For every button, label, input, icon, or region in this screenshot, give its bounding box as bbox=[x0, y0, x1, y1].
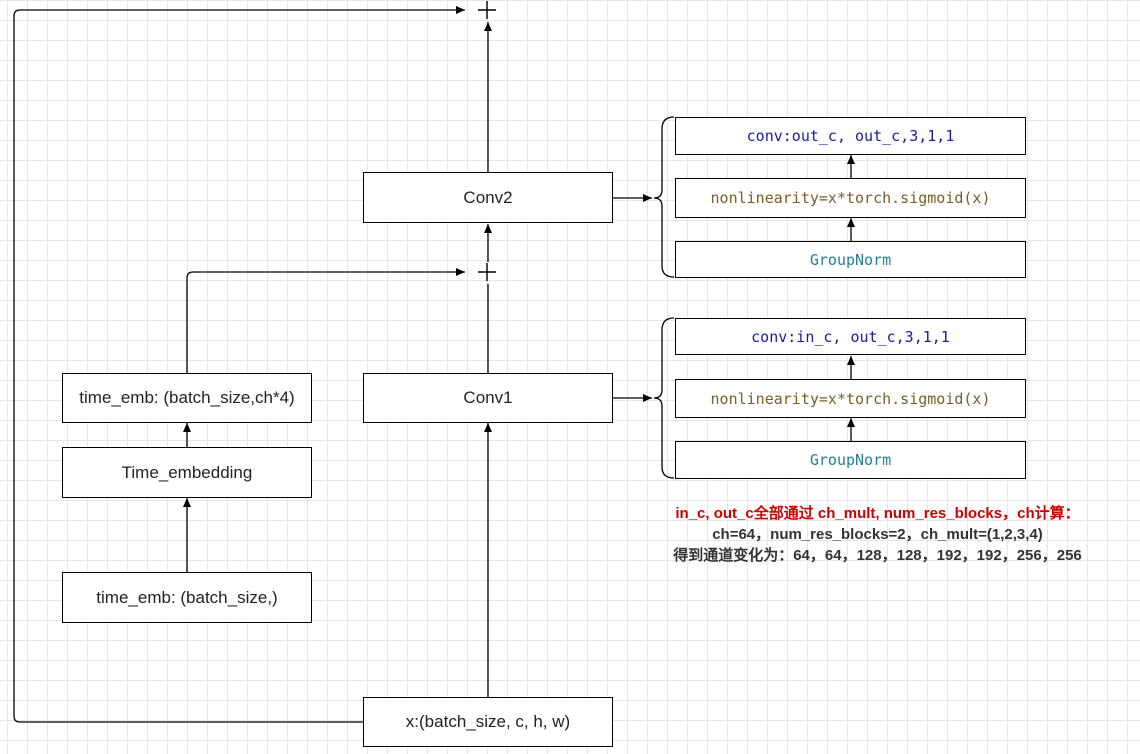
time-emb-in-label: time_emb: (batch_size,) bbox=[96, 587, 278, 607]
conv1-node: Conv1 bbox=[363, 373, 613, 423]
input-x-node: x:(batch_size, c, h, w) bbox=[363, 697, 613, 747]
time-emb-to-plus-arrow bbox=[186, 268, 465, 373]
conv1-groupnorm-label: GroupNorm bbox=[809, 451, 892, 469]
conv1-label: Conv1 bbox=[463, 388, 513, 407]
conv2-label: Conv2 bbox=[463, 187, 513, 207]
time-embedding-label: Time_embedding bbox=[121, 462, 253, 482]
conv1-detail-brace bbox=[653, 317, 675, 479]
outer-add-plus-icon bbox=[476, 0, 498, 21]
residual-skip-arrow bbox=[13, 6, 465, 723]
conv2-groupnorm-detail: GroupNorm bbox=[675, 241, 1026, 278]
conv2-node: Conv2 bbox=[363, 172, 613, 223]
inner-add-plus-icon bbox=[476, 261, 498, 283]
conv2-nonlinearity-label: nonlinearity=x*torch.sigmoid(x) bbox=[710, 189, 991, 207]
channel-note: in_c, out_c全部通过 ch_mult, num_res_blocks，… bbox=[620, 503, 1135, 566]
conv2-conv-detail: conv:out_c, out_c,3,1,1 bbox=[675, 117, 1026, 155]
time-emb-in-node: time_emb: (batch_size,) bbox=[62, 572, 312, 623]
conv1-groupnorm-detail: GroupNorm bbox=[675, 441, 1026, 479]
conv2-nonlinearity-detail: nonlinearity=x*torch.sigmoid(x) bbox=[675, 178, 1026, 218]
note-params: ch=64，num_res_blocks=2，ch_mult=(1,2,3,4) bbox=[712, 526, 1043, 543]
time-emb-out-label: time_emb: (batch_size,ch*4) bbox=[79, 388, 295, 407]
input-x-label: x:(batch_size, c, h, w) bbox=[405, 712, 571, 731]
time-embedding-node: Time_embedding bbox=[62, 447, 312, 498]
time-emb-out-node: time_emb: (batch_size,ch*4) bbox=[62, 373, 312, 423]
note-result: 得到通道变化为：64，64，128，128，192，192，256，256 bbox=[673, 547, 1082, 564]
conv2-groupnorm-label: GroupNorm bbox=[809, 250, 892, 269]
conv1-conv-label: conv:in_c, out_c,3,1,1 bbox=[751, 327, 950, 346]
conv1-conv-detail: conv:in_c, out_c,3,1,1 bbox=[675, 318, 1026, 355]
conv1-nonlinearity-detail: nonlinearity=x*torch.sigmoid(x) bbox=[675, 379, 1026, 418]
conv2-conv-label: conv:out_c, out_c,3,1,1 bbox=[746, 127, 955, 145]
conv1-nonlinearity-label: nonlinearity=x*torch.sigmoid(x) bbox=[710, 389, 991, 408]
note-title: in_c, out_c全部通过 ch_mult, num_res_blocks，… bbox=[675, 505, 1080, 522]
conv2-detail-brace bbox=[653, 116, 675, 278]
